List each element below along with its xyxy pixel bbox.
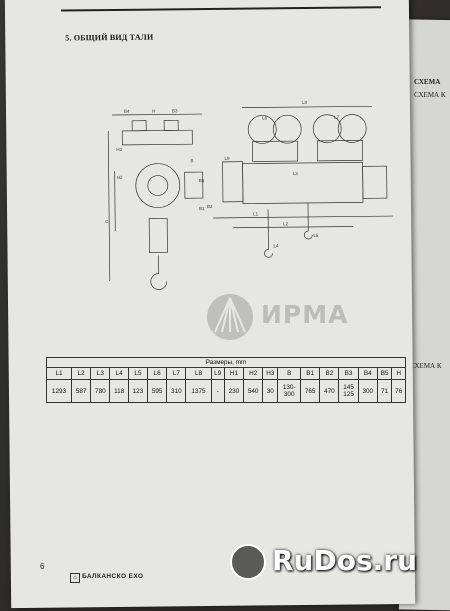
table-header: B2 [319, 367, 340, 380]
dim-label: L8 [302, 100, 308, 105]
hoist-drawing: B4 B3 H B L8 L6 L7 L9 L3 L1 L2 L5 L4 H3 … [105, 100, 394, 290]
table-header: L8 [185, 367, 212, 380]
hoist-side-view [213, 105, 394, 258]
irma-logo-text: ИРМА [261, 300, 349, 329]
table-header: L6 [147, 367, 168, 380]
page-number: 6 [40, 562, 45, 571]
irma-logo-icon [207, 294, 253, 340]
dim-label: L6 [262, 115, 268, 120]
document-page: 5. ОБЩИЙ ВИД ТАЛИ [4, 0, 416, 609]
table-cell: 230 [223, 379, 245, 403]
dim-label: B3 [172, 108, 178, 113]
table-header: B3 [338, 367, 359, 380]
dim-label: H2 [117, 175, 123, 180]
table-header: B5 [376, 367, 393, 380]
table-header: H3 [262, 367, 279, 380]
table-cell: 118 [109, 379, 129, 403]
table-header: H1 [223, 367, 245, 380]
dim-label: L3 [293, 171, 299, 176]
table-cell: 145 125 [338, 379, 359, 403]
dim-label: B4 [124, 109, 130, 114]
dimension-labels: B4 B3 H B L8 L6 L7 L9 L3 L1 L2 L5 L4 H3 … [105, 100, 340, 248]
right-page-heading-2: СХЕМА К [414, 91, 446, 99]
table-header: L1 [45, 367, 73, 380]
table-header: B4 [357, 367, 378, 380]
dim-label: B1 [199, 206, 205, 211]
hoist-front-view [107, 113, 204, 290]
table-header: L2 [71, 367, 92, 380]
section-title: 5. ОБЩИЙ ВИД ТАЛИ [65, 32, 154, 43]
table-row: 1293 587 780 118 123 595 310 1375 - 230 … [45, 379, 406, 403]
table-cell: 310 [166, 379, 187, 403]
table-header: L5 [127, 367, 149, 380]
footer-brand: БАЛКАНСКО ЕХО [82, 573, 144, 580]
table-header: B1 [300, 367, 321, 380]
table-header: H [391, 367, 406, 380]
dim-label: L7 [334, 115, 340, 120]
dim-label: B5 [199, 178, 205, 183]
dim-label: H3 [116, 147, 122, 152]
table-header: L9 [210, 367, 225, 380]
table-cell: 1293 [45, 379, 73, 403]
table-header: L7 [166, 367, 187, 380]
watermark-text: RuDos.ru [272, 544, 418, 577]
dim-label: L9 [224, 156, 230, 161]
table-header: H2 [243, 367, 264, 380]
right-page-heading-3: СХЕМА К [410, 362, 442, 370]
table-header: L3 [90, 367, 111, 380]
dim-label: L5 [313, 233, 319, 238]
table-cell: 540 [243, 379, 264, 403]
watermark-logo-icon [230, 544, 266, 580]
table-cell: 71 [376, 379, 393, 403]
table-cell: 300 [357, 379, 378, 403]
table-cell: 587 [71, 379, 92, 403]
table-header: L4 [109, 367, 129, 380]
dim-label: C [105, 219, 109, 224]
table-cell: 780 [90, 379, 111, 403]
brand-icon: ⌂ [70, 573, 80, 583]
table-cell: 130- 300 [277, 379, 302, 403]
table-cell: - [210, 379, 225, 403]
dimensions-table: Размеры, mm L1 L2 L3 L4 L5 L6 L7 L8 L9 H… [45, 357, 406, 403]
dim-label: H [152, 109, 155, 114]
dim-label: B [191, 158, 194, 163]
table-cell: 1375 [185, 379, 212, 403]
table-cell: 123 [127, 379, 149, 403]
dim-label: L2 [283, 221, 289, 226]
dim-label: L4 [273, 243, 279, 248]
dim-label: B2 [207, 204, 213, 209]
table-cell: 76 [391, 379, 406, 403]
irma-logo: ИРМА [205, 292, 375, 344]
table-cell: 595 [147, 379, 168, 403]
table-cell: 30 [262, 379, 279, 403]
table-caption: Размеры, mm [46, 357, 406, 368]
table-header-row: L1 L2 L3 L4 L5 L6 L7 L8 L9 H1 H2 H3 B B1… [45, 367, 406, 380]
table-cell: 765 [300, 379, 321, 403]
right-page-heading-1: СХЕМА [414, 78, 441, 86]
table-cell: 470 [319, 379, 340, 403]
table-header: B [277, 367, 302, 380]
dim-label: L1 [253, 211, 259, 216]
site-watermark: RuDos.ru [226, 540, 450, 588]
top-rule [60, 6, 381, 12]
